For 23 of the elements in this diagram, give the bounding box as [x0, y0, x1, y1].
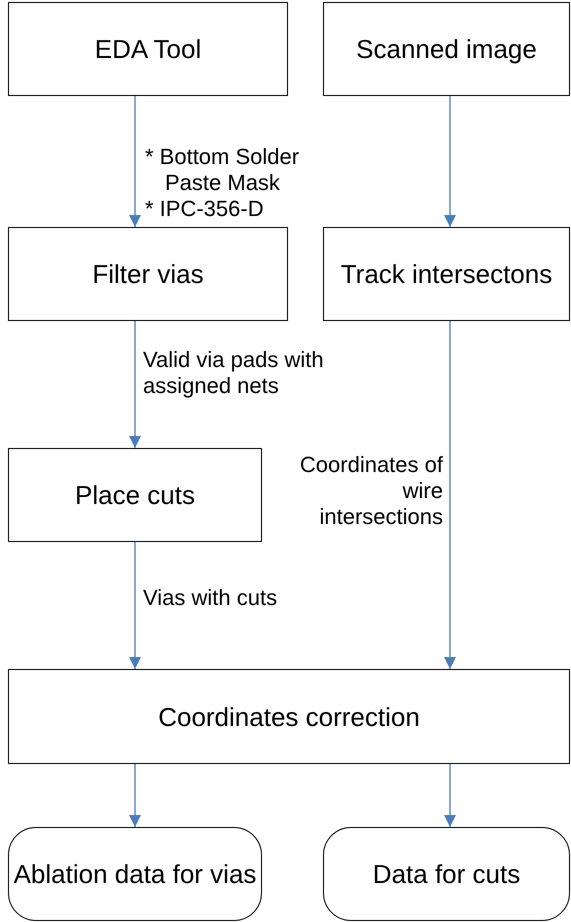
arrow: [444, 321, 456, 669]
process-box: [8, 2, 288, 96]
node-label: EDA Tool: [94, 34, 202, 64]
node-label: Place cuts: [75, 480, 195, 510]
node-label: Coordinates correction: [158, 702, 420, 732]
process-box: [8, 448, 262, 542]
node-label: Ablation data for vias: [14, 859, 256, 889]
arrow: [129, 321, 141, 448]
node-label: Data for cuts: [372, 859, 520, 889]
node-label: Scanned image: [356, 34, 537, 64]
output-box: [8, 827, 262, 921]
arrow: [444, 96, 456, 227]
process-box: [323, 2, 570, 96]
output-box: [323, 827, 570, 921]
node-label: Filter vias: [92, 259, 204, 289]
arrow: [129, 542, 141, 669]
arrow: [129, 96, 141, 227]
node-label: Track intersectons: [340, 259, 552, 289]
process-box: [323, 227, 570, 321]
arrow: [444, 764, 456, 827]
arrow: [129, 764, 141, 827]
process-box: [8, 669, 570, 764]
process-box: [8, 227, 288, 321]
